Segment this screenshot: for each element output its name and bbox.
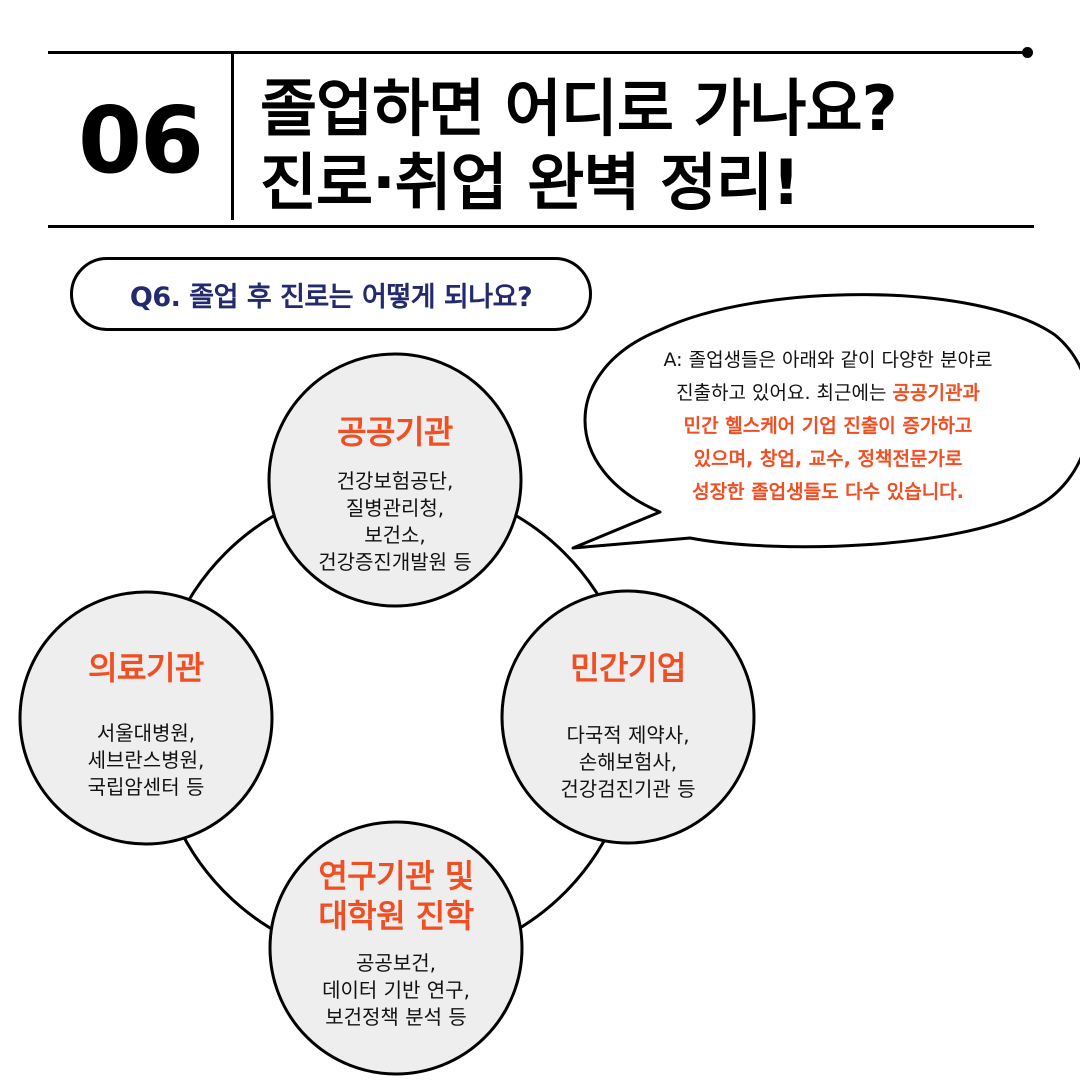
career-research-item: 보건정책 분석 등 xyxy=(325,1005,467,1029)
career-research-items: 공공보건, 데이터 기반 연구, 보건정책 분석 등 xyxy=(276,950,516,1031)
career-private-items: 다국적 제약사, 손해보험사, 건강검진기관 등 xyxy=(508,722,748,803)
career-private-item: 손해보험사, xyxy=(578,750,678,774)
answer-line-2-highlight: 공공기관과 xyxy=(892,382,980,404)
header-divider xyxy=(231,54,234,220)
header-top-rule xyxy=(48,51,1028,54)
career-public-items: 건강보험공단, 질병관리청, 보건소, 건강증진개발원 등 xyxy=(275,468,515,576)
career-medical-item: 세브란스병원, xyxy=(87,748,205,772)
career-medical-item: 국립암센터 등 xyxy=(87,775,205,799)
circle-research xyxy=(268,820,524,1076)
answer-line-5: 성장한 졸업생들도 다수 있습니다. xyxy=(692,481,964,503)
career-public: 공공기관 건강보험공단, 질병관리청, 보건소, 건강증진개발원 등 xyxy=(275,412,515,576)
answer-line-4: 있으며, 창업, 교수, 정책전문가로 xyxy=(693,448,963,470)
answer-line-3: 민간 헬스케어 기업 진출이 증가하고 xyxy=(683,415,973,437)
speech-bubble xyxy=(571,293,1080,550)
career-public-item: 건강증진개발원 등 xyxy=(318,550,472,574)
career-research-title-line-2: 대학원 진학 xyxy=(318,897,474,935)
circle-private xyxy=(500,589,756,845)
answer-text: A: 졸업생들은 아래와 같이 다양한 분야로 진출하고 있어요. 최근에는 공… xyxy=(610,344,1046,509)
career-public-item: 보건소, xyxy=(364,523,426,547)
career-research-item: 데이터 기반 연구, xyxy=(322,978,470,1002)
question-pill: Q6. 졸업 후 진로는 어떻게 되나요? xyxy=(70,257,592,331)
career-medical-item: 서울대병원, xyxy=(96,721,196,745)
page-title-line-1: 졸업하면 어디로 가나요? xyxy=(260,72,898,145)
career-research: 연구기관 및 대학원 진학 공공보건, 데이터 기반 연구, 보건정책 분석 등 xyxy=(276,856,516,1031)
answer-line-1: A: 졸업생들은 아래와 같이 다양한 분야로 xyxy=(663,349,993,371)
section-number: 06 xyxy=(77,86,204,194)
header-bottom-rule xyxy=(48,225,1034,228)
page-title: 졸업하면 어디로 가나요? 진로·취업 완벽 정리! xyxy=(260,72,1060,220)
career-private-item: 다국적 제약사, xyxy=(566,723,690,747)
answer-line-2-plain: 진출하고 있어요. 최근에는 xyxy=(676,382,893,404)
page-title-line-2: 진로·취업 완벽 정리! xyxy=(260,146,800,219)
career-medical: 의료기관 서울대병원, 세브란스병원, 국립암센터 등 xyxy=(26,648,266,801)
circle-medical xyxy=(18,590,274,846)
career-public-title: 공공기관 xyxy=(337,413,453,451)
circle-public xyxy=(267,352,523,608)
career-medical-title: 의료기관 xyxy=(88,649,204,687)
career-private: 민간기업 다국적 제약사, 손해보험사, 건강검진기관 등 xyxy=(508,648,748,803)
career-public-item: 질병관리청, xyxy=(345,496,445,520)
career-public-item: 건강보험공단, xyxy=(336,469,454,493)
career-private-item: 건강검진기관 등 xyxy=(560,777,696,801)
answer-line-2: 진출하고 있어요. 최근에는 공공기관과 xyxy=(610,377,1046,410)
career-research-title-line-1: 연구기관 및 xyxy=(318,857,474,895)
header-rule-dot xyxy=(1022,47,1033,58)
career-research-item: 공공보건, xyxy=(356,951,436,975)
career-medical-items: 서울대병원, 세브란스병원, 국립암센터 등 xyxy=(26,720,266,801)
career-private-title: 민간기업 xyxy=(570,649,686,687)
